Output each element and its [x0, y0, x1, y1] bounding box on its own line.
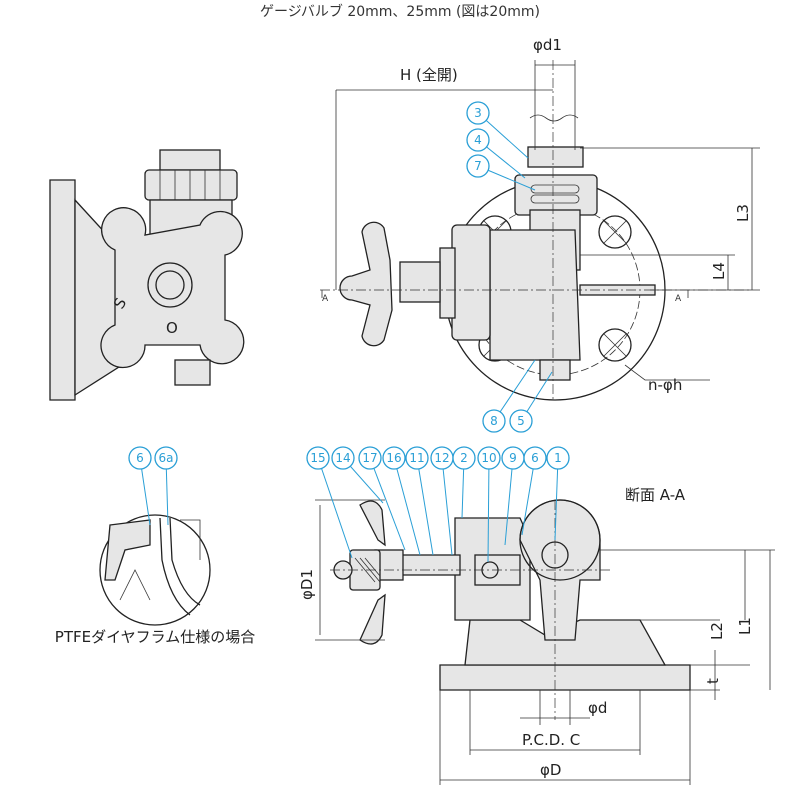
callout-5: 5 [509, 371, 553, 433]
side-view: S O [49, 149, 245, 401]
dim-D1: φD1 [298, 569, 316, 600]
callout-leader [317, 457, 353, 559]
dim-L2: L2 [708, 622, 726, 640]
section-title: 断面 A-A [625, 486, 686, 504]
detail-caption: PTFEダイヤフラム仕様の場合 [55, 628, 255, 646]
dim-D: φD [540, 761, 561, 779]
dim-d: φd [588, 699, 607, 717]
callout-circle [466, 128, 490, 152]
callout-number: 15 [310, 451, 325, 465]
svg-text:O: O [166, 319, 178, 337]
dim-holes: n-φh [648, 376, 682, 394]
dim-L4: L4 [710, 262, 728, 280]
callout-number: 16 [386, 451, 401, 465]
callout-circle [466, 101, 490, 125]
callout-number: 1 [554, 451, 562, 465]
callout-15: 15 [306, 446, 353, 559]
callout-10: 10 [477, 446, 501, 563]
callout-circle [509, 409, 533, 433]
callout-number: 3 [474, 106, 482, 120]
callout-circle [358, 446, 382, 470]
callout-leader [416, 457, 434, 556]
callout-leader [393, 457, 421, 556]
dim-t: t [704, 678, 722, 684]
callout-leader [521, 457, 536, 536]
callout-circle [306, 446, 330, 470]
callout-circle [452, 446, 476, 470]
callout-number: 10 [481, 451, 496, 465]
section-view [315, 499, 775, 785]
callout-12: 12 [430, 446, 454, 556]
ptfe-detail [99, 514, 211, 626]
dim-d1: φd1 [533, 36, 562, 54]
callout-number: 6 [531, 451, 539, 465]
callout-number: 4 [474, 133, 482, 147]
callout-circle [405, 446, 429, 470]
callout-circle [128, 446, 152, 470]
callout-number: 5 [517, 414, 525, 428]
callout-leader [369, 457, 406, 551]
section-mark-left: A [322, 294, 329, 304]
callout-16: 16 [382, 446, 421, 556]
callout-number: 6 [136, 451, 144, 465]
callout-17: 17 [358, 446, 406, 551]
callout-number: 17 [362, 451, 377, 465]
callout-leader [493, 359, 536, 422]
dim-L3: L3 [734, 204, 752, 222]
callout-circle [466, 154, 490, 178]
callout-number: 8 [490, 414, 498, 428]
drawing-title: ゲージバルブ 20mm、25mm (図は20mm) [260, 3, 540, 20]
callout-number: 12 [434, 451, 449, 465]
callout-leader [554, 457, 559, 541]
callout-6: 6 [128, 446, 152, 526]
callout-circle [546, 446, 570, 470]
callout-leader [441, 457, 453, 556]
callout-11: 11 [405, 446, 434, 556]
callout-circle [154, 446, 178, 470]
callout-circle [523, 446, 547, 470]
dim-H: H (全開) [400, 66, 458, 84]
callout-number: 9 [509, 451, 517, 465]
section-mark-right: A [675, 294, 682, 304]
callout-leader [504, 457, 514, 546]
callout-number: 7 [474, 159, 482, 173]
callout-1: 1 [546, 446, 570, 541]
dim-pcd: P.C.D. C [522, 731, 580, 749]
callout-circle [482, 409, 506, 433]
front-view [320, 60, 760, 401]
callout-circle [382, 446, 406, 470]
callout-number: 14 [335, 451, 350, 465]
callout-7: 7 [466, 154, 536, 191]
callout-8: 8 [482, 359, 536, 433]
callout-number: 11 [409, 451, 424, 465]
callout-6: 6 [521, 446, 547, 536]
callout-leader [487, 457, 490, 563]
callout-circle [331, 446, 355, 470]
callout-4: 4 [466, 128, 526, 179]
callout-6a: 6a [154, 446, 178, 526]
callout-number: 2 [460, 451, 468, 465]
dim-L1: L1 [736, 617, 754, 635]
callout-3: 3 [466, 101, 529, 159]
callout-number: 6a [159, 451, 174, 465]
callout-14: 14 [331, 446, 384, 504]
callout-circle [477, 446, 501, 470]
callout-2: 2 [452, 446, 476, 519]
